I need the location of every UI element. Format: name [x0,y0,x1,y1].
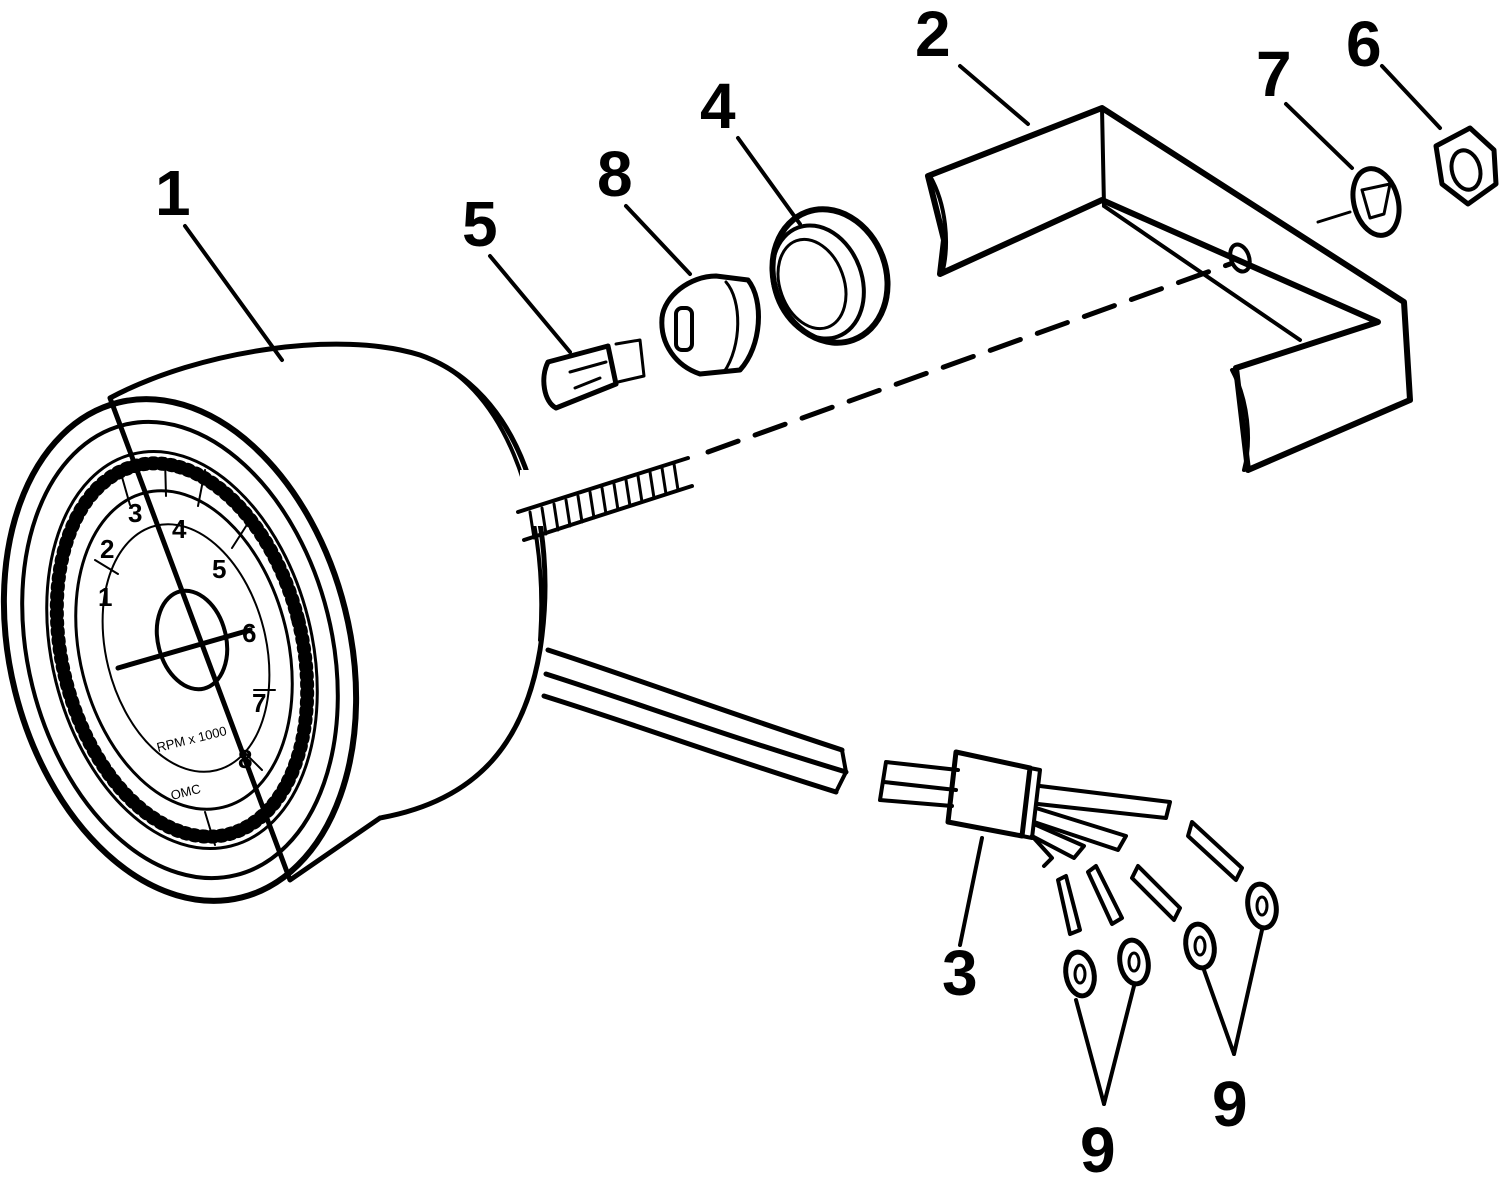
ring-terminal [1130,864,1217,971]
dial-number-2: 2 [100,534,114,564]
grommet-ring [769,206,891,346]
callout-3: 3 [942,937,978,1009]
hex-nut [1433,125,1499,207]
dial-number-6: 6 [242,618,256,648]
callout-1: 1 [155,157,191,229]
assembly-axis-line [705,261,1233,455]
dial-number-4: 4 [172,514,187,544]
ring-terminal [1186,820,1279,931]
dial-number-8: 8 [238,744,252,774]
callout-5: 5 [462,188,498,260]
dial-number-5: 5 [212,554,226,584]
dial-number-7: 7 [252,688,266,718]
callout-4: 4 [700,70,736,142]
tachometer-gauge: 1 2 3 4 5 6 7 8 RPM x 1000 OMC [0,341,694,904]
lock-washer [1316,166,1402,238]
callout-2: 2 [915,0,951,70]
wire-connector [945,749,1033,839]
mounting-bracket [925,105,1413,473]
ring-terminal [1086,864,1151,987]
callout-7: 7 [1256,38,1292,110]
ring-terminal [1056,874,1097,999]
dial-number-1: 1 [98,582,112,612]
lamp-bulb [541,338,646,411]
dial-brand-label: OMC [169,781,202,803]
callout-9-right: 9 [1212,1068,1248,1140]
callout-9-left: 9 [1080,1114,1116,1178]
dial-number-3: 3 [128,498,142,528]
callout-6: 6 [1346,8,1382,80]
tachometer-needle [115,627,253,671]
callout-8: 8 [597,138,633,210]
leader-lines [183,64,1442,1106]
dial-unit-label: RPM x 1000 [155,723,228,755]
wire-harness [541,647,1279,999]
mounting-stud [516,456,694,542]
bulb-socket [659,273,761,377]
